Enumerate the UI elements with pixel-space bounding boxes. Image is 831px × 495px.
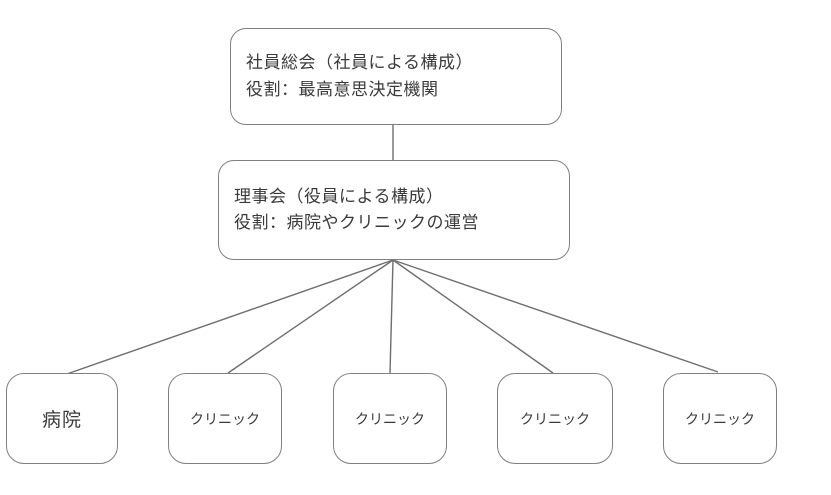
node-general-meeting-role: 役割：最高意思決定機関 [246,79,439,99]
node-clinic-4-label: クリニック [685,410,755,427]
connector-board-leaf-2 [389,259,394,374]
connector-board-leaf-4 [392,259,719,373]
node-clinic-1-label: クリニック [190,410,260,427]
node-board-of-directors: 理事会（役員による構成） 役割：病院やクリニックの運営 [218,160,570,260]
node-hospital: 病院 [6,373,118,464]
node-general-meeting: 社員総会（社員による構成） 役割：最高意思決定機関 [230,28,562,125]
node-hospital-label: 病院 [41,410,82,431]
connector-board-leaf-1 [227,259,394,374]
node-clinic-2-label: クリニック [355,410,425,427]
node-clinic-3: クリニック [497,373,613,464]
node-clinic-3-label: クリニック [520,410,590,427]
connector-board-leaf-3 [392,259,554,374]
node-board-role: 役割：病院やクリニックの運営 [234,213,479,232]
node-general-meeting-title: 社員総会（社員による構成） [246,53,473,73]
node-clinic-2: クリニック [333,373,447,464]
node-clinic-1: クリニック [168,373,282,464]
node-board-title: 理事会（役員による構成） [234,186,444,206]
node-clinic-4: クリニック [663,373,777,464]
connector-board-leaf-0 [63,259,394,376]
